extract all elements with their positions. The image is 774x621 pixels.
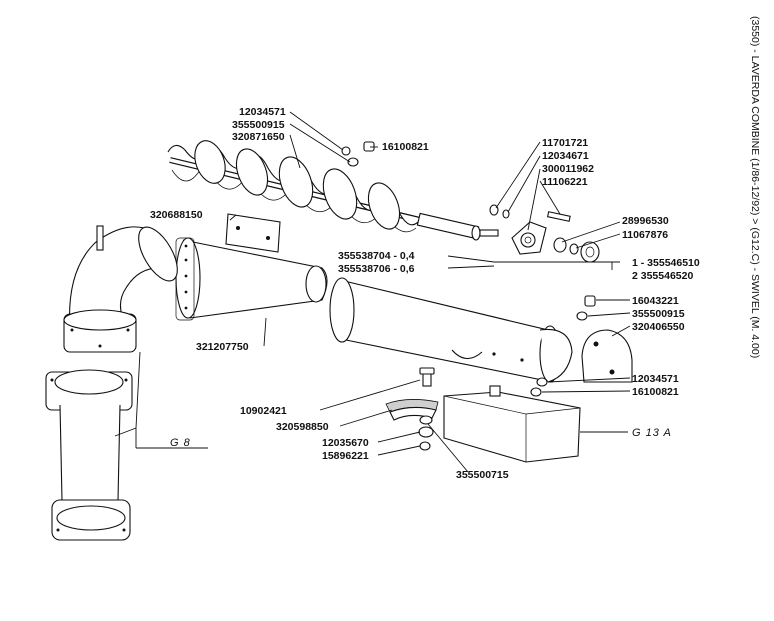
label-320871650[interactable]: 320871650 xyxy=(232,131,285,143)
top-nut-group[interactable] xyxy=(341,141,375,167)
label-group-g13a[interactable]: G 13 A xyxy=(632,427,672,439)
bolt-group-mid[interactable] xyxy=(530,295,596,397)
auger-screw[interactable] xyxy=(167,137,499,241)
tube-lower[interactable] xyxy=(329,277,573,383)
part-labels: 12034571 355500915 320871650 16100821 11… xyxy=(150,106,700,481)
label-15896221[interactable]: 15896221 xyxy=(322,450,369,462)
lower-hardware[interactable] xyxy=(385,367,439,451)
label-320598850[interactable]: 320598850 xyxy=(276,421,329,433)
label-12034571-bot[interactable]: 12034571 xyxy=(632,373,679,385)
label-12035670[interactable]: 12035670 xyxy=(322,437,369,449)
g13a-housing[interactable] xyxy=(443,385,581,463)
label-16100821-top[interactable]: 16100821 xyxy=(382,141,429,153)
label-355546510[interactable]: 1 - 355546510 xyxy=(632,257,700,269)
label-10902421[interactable]: 10902421 xyxy=(240,405,287,417)
label-355500715[interactable]: 355500715 xyxy=(456,469,509,481)
label-11701721[interactable]: 11701721 xyxy=(542,137,588,149)
label-28996530[interactable]: 28996530 xyxy=(622,215,669,227)
elbow-pipe[interactable] xyxy=(63,221,185,353)
vertical-pipe[interactable] xyxy=(45,369,133,541)
leader-lines xyxy=(114,111,631,473)
label-355538704[interactable]: 355538704 - 0,4 xyxy=(338,250,415,262)
bracket-plate[interactable] xyxy=(225,213,281,253)
label-355538706[interactable]: 355538706 - 0,6 xyxy=(338,263,415,275)
label-355500915-top[interactable]: 355500915 xyxy=(232,119,285,131)
label-12034671[interactable]: 12034671 xyxy=(542,150,589,162)
label-11067876[interactable]: 11067876 xyxy=(622,229,668,241)
label-16043221[interactable]: 16043221 xyxy=(632,295,679,307)
label-group-g8[interactable]: G 8 xyxy=(170,437,191,449)
label-355500915-mid[interactable]: 355500915 xyxy=(632,308,685,320)
label-12034571-top[interactable]: 12034571 xyxy=(239,106,286,118)
label-320406550[interactable]: 320406550 xyxy=(632,321,685,333)
tube-upper[interactable] xyxy=(175,237,328,321)
label-355546520[interactable]: 2 355546520 xyxy=(632,270,693,282)
bearing-assembly[interactable] xyxy=(489,204,600,263)
label-16100821-bot[interactable]: 16100821 xyxy=(632,386,679,398)
label-300011962[interactable]: 300011962 xyxy=(542,163,594,175)
label-11106221[interactable]: 11106221 xyxy=(542,176,588,188)
end-cover[interactable] xyxy=(581,329,633,383)
side-title: (3550) - LAVERDA COMBINE (1/86-12/92) > … xyxy=(749,16,761,358)
label-320688150[interactable]: 320688150 xyxy=(150,209,203,221)
label-321207750[interactable]: 321207750 xyxy=(196,341,249,353)
